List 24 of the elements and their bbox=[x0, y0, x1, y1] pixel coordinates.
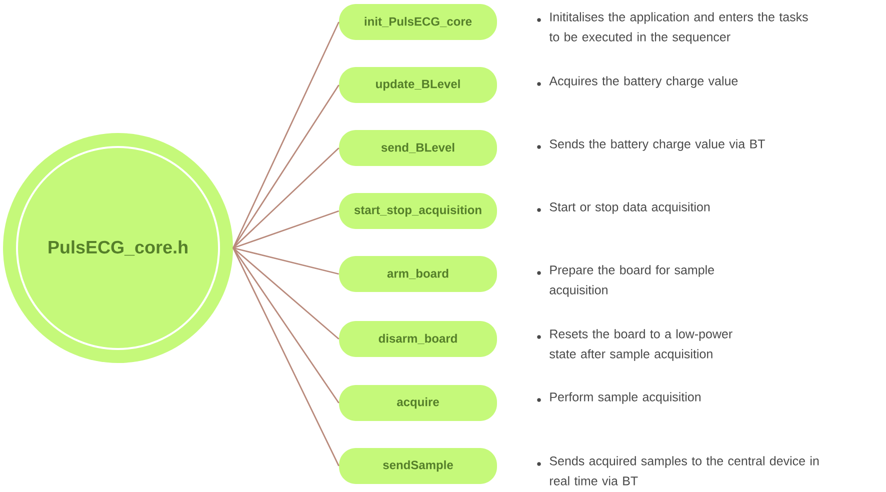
description-text: Resets the board to a low-power state after sample acquisition bbox=[550, 329, 732, 361]
function-pill: send_BLevel bbox=[339, 130, 497, 166]
function-pill: start_stop_acquisition bbox=[339, 193, 497, 229]
description-text: Sends acquired samples to the central device in real time via BT bbox=[550, 456, 819, 486]
description-text: Sends the battery charge value via BT bbox=[550, 139, 765, 151]
connector-line bbox=[233, 247, 339, 275]
function-pill: sendSample bbox=[339, 448, 497, 484]
connector-line bbox=[232, 248, 340, 404]
description-text: Start or stop data acquisition bbox=[550, 202, 710, 214]
function-pill: arm_board bbox=[339, 256, 497, 292]
description-text: Prepare the board for sample acquisition bbox=[550, 265, 714, 297]
connector-line bbox=[232, 210, 340, 249]
connector-line bbox=[232, 147, 340, 248]
connector-line bbox=[232, 247, 340, 340]
description-text: Inititalises the application and enters the tasks to be executed in the sequencer bbox=[549, 12, 808, 44]
function-pill: disarm_board bbox=[339, 321, 497, 357]
connector-line bbox=[232, 248, 340, 466]
connector-line bbox=[232, 84, 340, 248]
function-pill: update_BLevel bbox=[339, 67, 497, 103]
function-pill: init_PulsECG_core bbox=[339, 4, 497, 40]
description-text: Perform sample acquisition bbox=[550, 392, 700, 404]
connector-line bbox=[232, 22, 340, 248]
function-pill: acquire bbox=[339, 385, 497, 421]
description-text: Acquires the battery charge value bbox=[549, 76, 738, 88]
